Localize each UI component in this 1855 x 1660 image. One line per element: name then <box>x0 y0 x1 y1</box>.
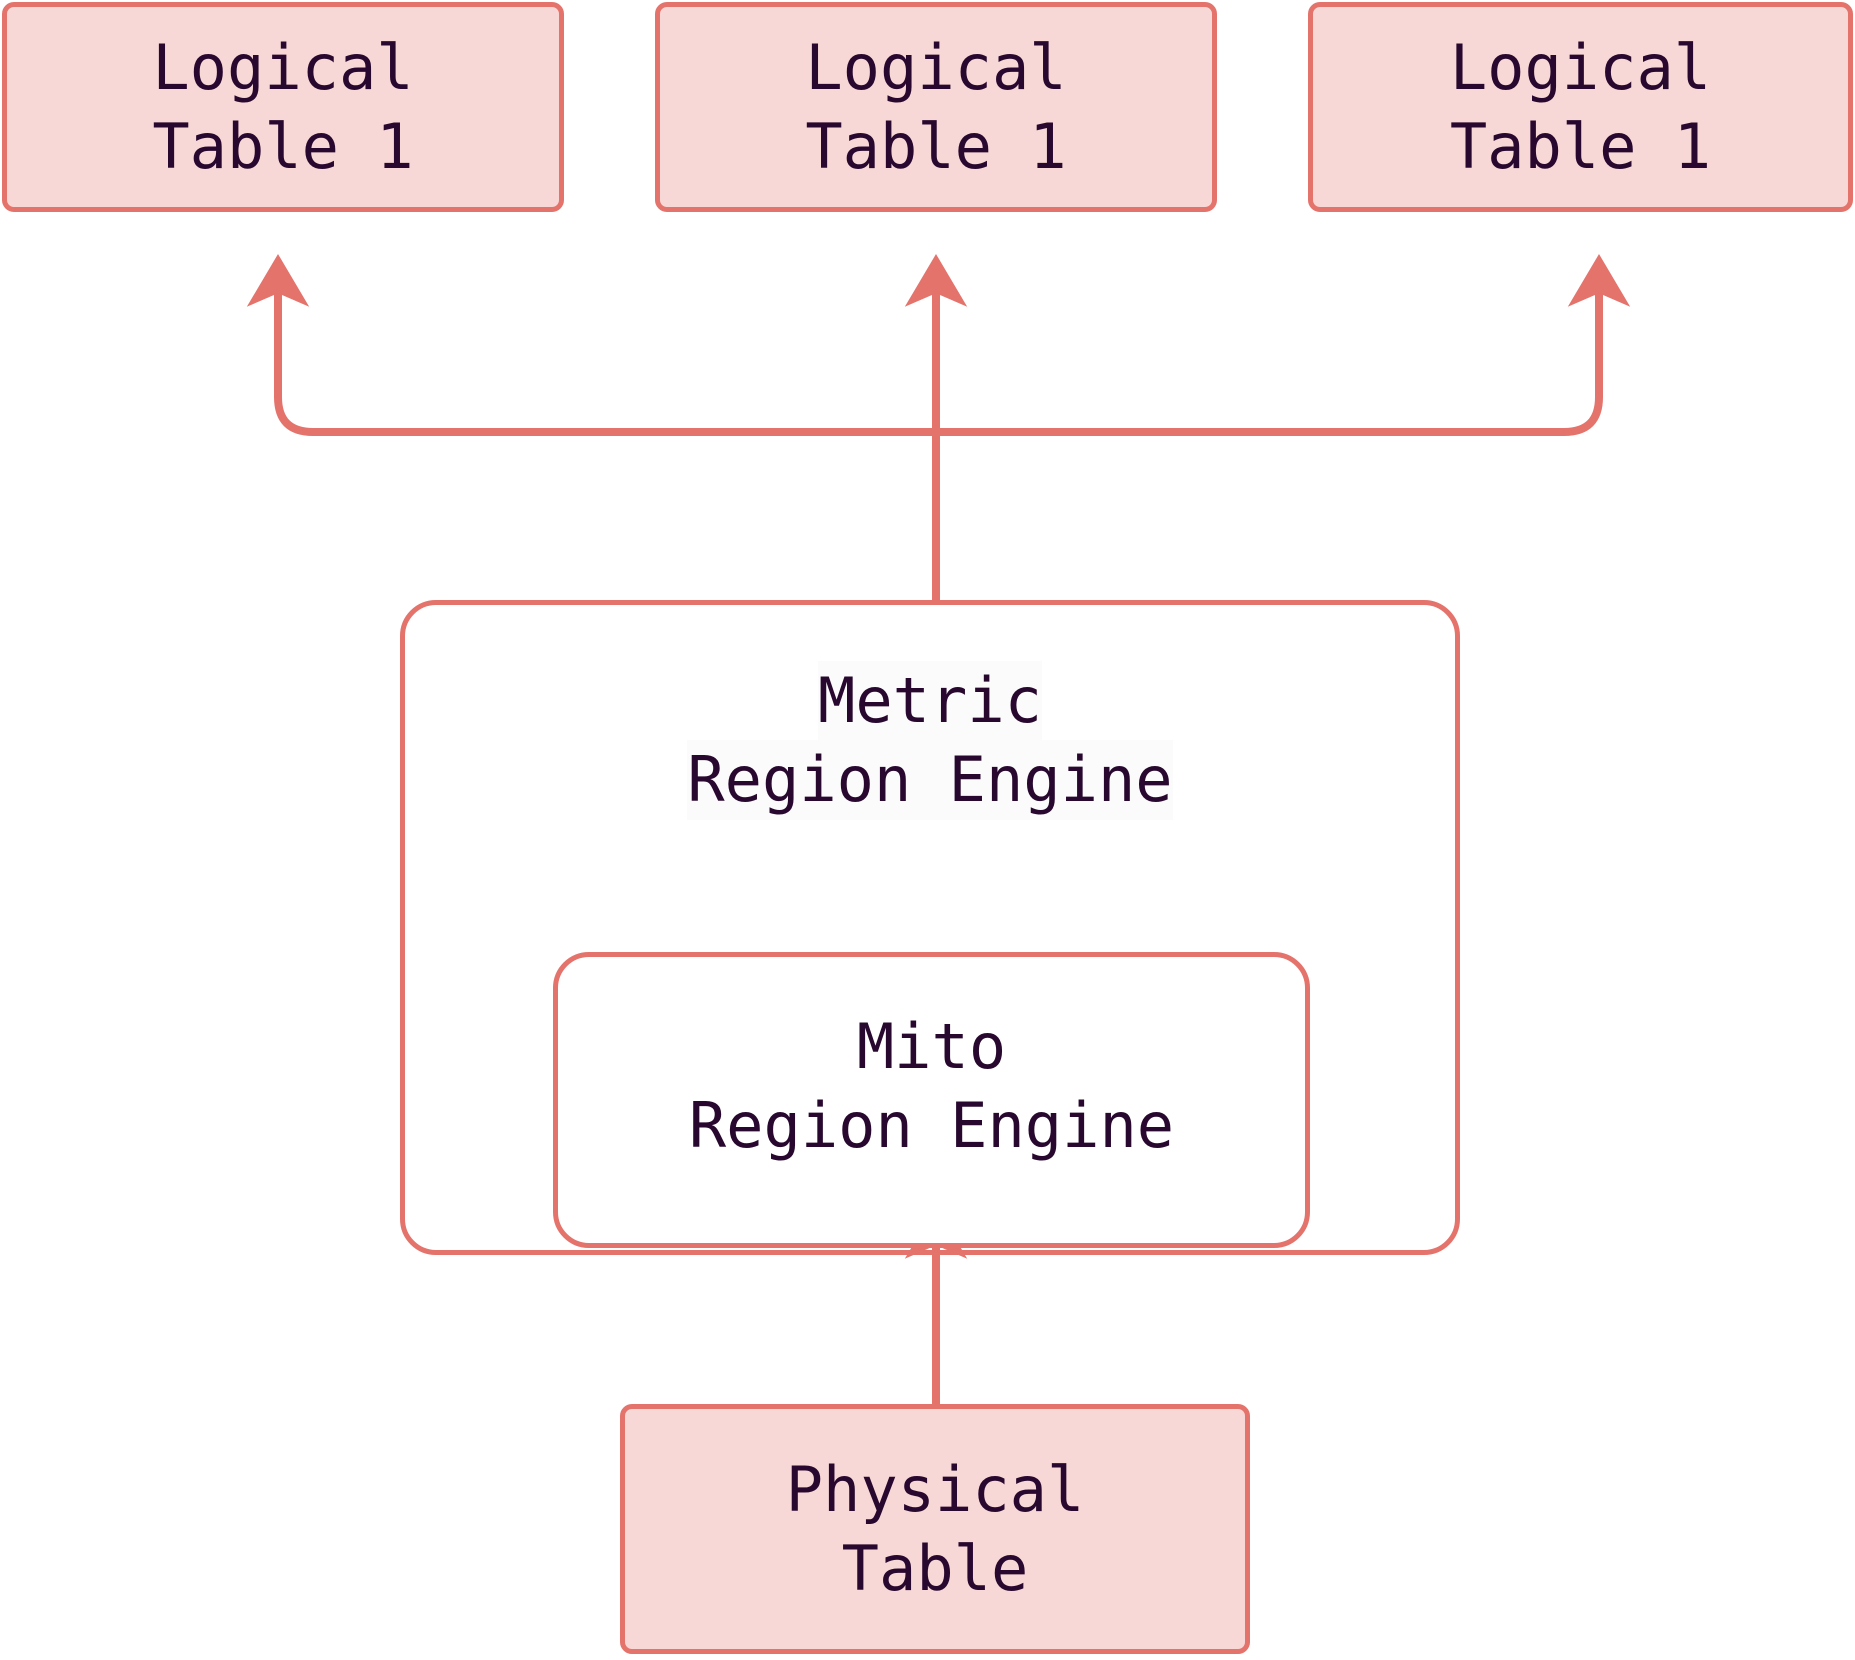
mito-region-engine-node[interactable]: Mito Region Engine <box>553 952 1310 1248</box>
logical-table-3-node[interactable]: Logical Table 1 <box>1308 2 1853 212</box>
logical-table-1-node[interactable]: Logical Table 1 <box>2 2 564 212</box>
logical-table-3-line-1: Logical <box>1449 30 1712 104</box>
physical-table-line-2: Table <box>841 1532 1029 1605</box>
metric-region-engine-line-1: Metric <box>818 661 1042 741</box>
logical-table-2-line-2: Table 1 <box>805 110 1067 183</box>
logical-table-1-line-2: Table 1 <box>152 110 414 183</box>
edge-metric-to-logical-table-1 <box>246 253 936 436</box>
metric-region-engine-node[interactable]: Metric Region Engine <box>400 600 1460 1255</box>
logical-table-2-line-1: Logical <box>805 30 1067 104</box>
metric-region-engine-line-2: Region Engine <box>687 740 1173 820</box>
logical-table-1-line-1: Logical <box>152 30 414 104</box>
mito-region-engine-line-2: Region Engine <box>688 1089 1175 1163</box>
physical-table-node[interactable]: Physical Table <box>620 1404 1250 1654</box>
edge-metric-to-logical-table-3 <box>936 253 1631 436</box>
logical-table-2-node[interactable]: Logical Table 1 <box>655 2 1217 212</box>
mito-region-engine-line-1: Mito <box>856 1010 1007 1083</box>
logical-table-3-line-2: Table 1 <box>1449 110 1712 183</box>
physical-table-line-1: Physical <box>785 1452 1085 1526</box>
